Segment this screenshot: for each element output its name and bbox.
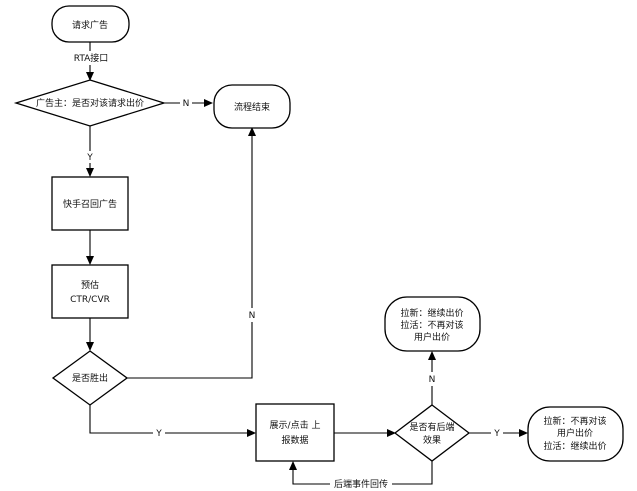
edge-label-post-no: N	[429, 375, 436, 385]
node-outcome-up: 拉新：继续出价 拉活：不再对该 用户出价	[384, 296, 481, 352]
node-outcome-right-label-line3: 拉活：继续出价	[543, 440, 606, 452]
node-outcome-right-label-line2: 用户出价	[557, 427, 593, 439]
edge-label-win-no: N	[249, 311, 256, 321]
node-report: 展示/点击 上 报数据	[255, 403, 335, 462]
node-outcome-up-label-line1: 拉新：继续出价	[400, 307, 463, 319]
edge-label-callback: 后端事件回传	[334, 478, 388, 490]
node-decision-post: 是否有后端 效果	[393, 404, 471, 462]
node-outcome-right: 拉新：不再对该 用户出价 拉活：继续出价	[527, 406, 624, 462]
edge-label-win-yes: Y	[155, 429, 162, 439]
node-report-label-line2: 报数据	[281, 434, 308, 446]
edge-win-to-end	[127, 127, 256, 379]
edge-label-bid-no: N	[183, 99, 190, 109]
edge-win-to-report	[89, 405, 256, 437]
node-outcome-up-label-line3: 用户出价	[414, 331, 450, 343]
node-decision-bid-label: 广告主：是否对该请求出价	[36, 97, 144, 109]
node-report-label-line1: 展示/点击 上	[270, 419, 321, 431]
node-start: 请求广告	[51, 5, 130, 43]
node-decision-win: 是否胜出	[51, 350, 129, 406]
node-outcome-up-label-line2: 拉活：不再对该	[400, 319, 463, 331]
node-decision-post-label-line1: 是否有后端	[409, 421, 454, 433]
node-estimate-label-line1: 预估	[81, 279, 99, 291]
node-end-label: 流程结束	[234, 101, 270, 113]
node-estimate-label-line2: CTR/CVR	[70, 295, 110, 305]
node-decision-bid: 广告主：是否对该请求出价	[13, 79, 167, 127]
node-end: 流程结束	[213, 84, 291, 129]
node-estimate: 预估 CTR/CVR	[51, 264, 129, 319]
node-recall-label: 快手召回广告	[63, 198, 117, 210]
node-start-label: 请求广告	[72, 19, 108, 31]
node-decision-win-label: 是否胜出	[72, 372, 108, 384]
edge-label-rta: RTA接口	[74, 52, 109, 64]
edge-label-bid-yes: Y	[86, 153, 93, 163]
node-outcome-right-label-line1: 拉新：不再对该	[543, 415, 606, 427]
node-decision-post-label-line2: 效果	[423, 434, 441, 446]
node-recall: 快手召回广告	[51, 176, 129, 231]
edge-label-post-yes: Y	[493, 429, 500, 439]
